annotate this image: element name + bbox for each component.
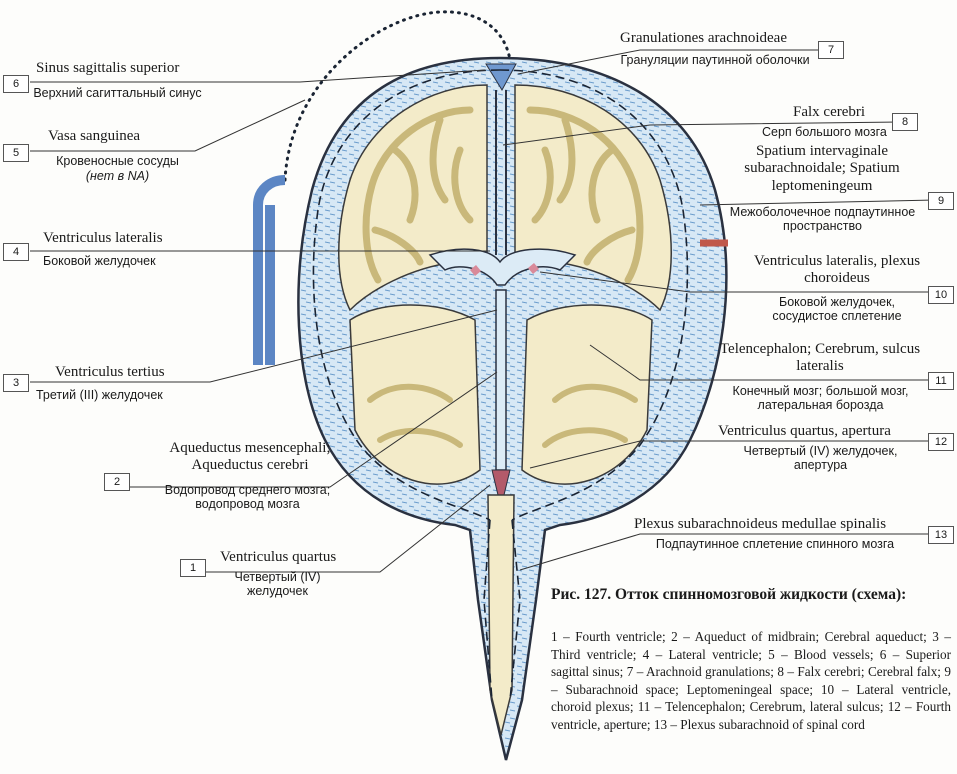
label-number-1: 1 <box>180 559 206 577</box>
label-2-russian: Водопровод среднего мозга; водопровод мо… <box>140 483 355 512</box>
label-5-russian: Кровеносные сосуды <box>30 154 205 168</box>
label-2-latin: Aqueductus mesencephali; Aqueductus cere… <box>135 440 365 475</box>
label-1-latin: Ventriculus quartus <box>220 549 336 566</box>
label-13-latin: Plexus subarachnoideus medullae spinalis <box>634 516 886 533</box>
label-number-3: 3 <box>3 374 29 392</box>
spinal-cord <box>488 495 514 735</box>
label-6-russian: Верхний сагиттальный синус <box>30 86 205 100</box>
label-number-11: 11 <box>928 372 954 390</box>
label-10-russian: Боковой желудочек, сосудистое сплетение <box>752 295 922 324</box>
label-number-13: 13 <box>928 526 954 544</box>
label-8-latin: Falx cerebri <box>793 104 865 121</box>
label-9-russian: Межоболочечное подпаутинное пространство <box>715 205 930 234</box>
label-number-9: 9 <box>928 192 954 210</box>
label-4-russian: Боковой желудочек <box>43 254 156 268</box>
figure-caption-text: 1 – Fourth ventricle; 2 – Aqueduct of mi… <box>551 628 951 733</box>
label-3-russian: Третий (III) желудочек <box>36 388 163 402</box>
label-13-russian: Подпаутинное сплетение спинного мозга <box>650 537 900 551</box>
label-number-7: 7 <box>818 41 844 59</box>
label-7-latin: Granulationes arachnoideae <box>620 30 787 47</box>
figure-caption-title: Рис. 127. Отток спинномозговой жидкости … <box>551 586 906 604</box>
label-7-russian: Грануляции паутинной оболочки <box>620 53 810 67</box>
label-1-russian: Четвертый (IV) желудочек <box>210 570 345 599</box>
label-number-4: 4 <box>3 243 29 261</box>
label-5-latin: Vasa sanguinea <box>48 128 140 145</box>
label-number-6: 6 <box>3 75 29 93</box>
label-12-russian: Четвертый (IV) желудочек, апертура <box>718 444 923 473</box>
label-number-8: 8 <box>892 113 918 131</box>
label-11-latin: Telencephalon; Cerebrum, sulcus laterali… <box>715 341 925 376</box>
label-10-latin: Ventriculus lateralis, plexus choroideus <box>752 253 922 288</box>
label-3-latin: Ventriculus tertius <box>55 364 165 381</box>
label-5-note: (нет в NA) <box>30 169 205 183</box>
label-4-latin: Ventriculus lateralis <box>43 230 163 247</box>
label-number-12: 12 <box>928 433 954 451</box>
label-8-russian: Серп большого мозга <box>762 125 887 139</box>
label-number-10: 10 <box>928 286 954 304</box>
blood-vessel <box>258 180 285 365</box>
third-ventricle <box>496 290 506 470</box>
label-11-russian: Конечный мозг; большой мозг, латеральная… <box>713 384 928 413</box>
label-6-latin: Sinus sagittalis superior <box>36 60 179 77</box>
label-number-5: 5 <box>3 144 29 162</box>
label-number-2: 2 <box>104 473 130 491</box>
label-12-latin: Ventriculus quartus, apertura <box>718 423 891 440</box>
label-9-latin: Spatium intervaginale subarachnoidale; S… <box>722 143 922 195</box>
